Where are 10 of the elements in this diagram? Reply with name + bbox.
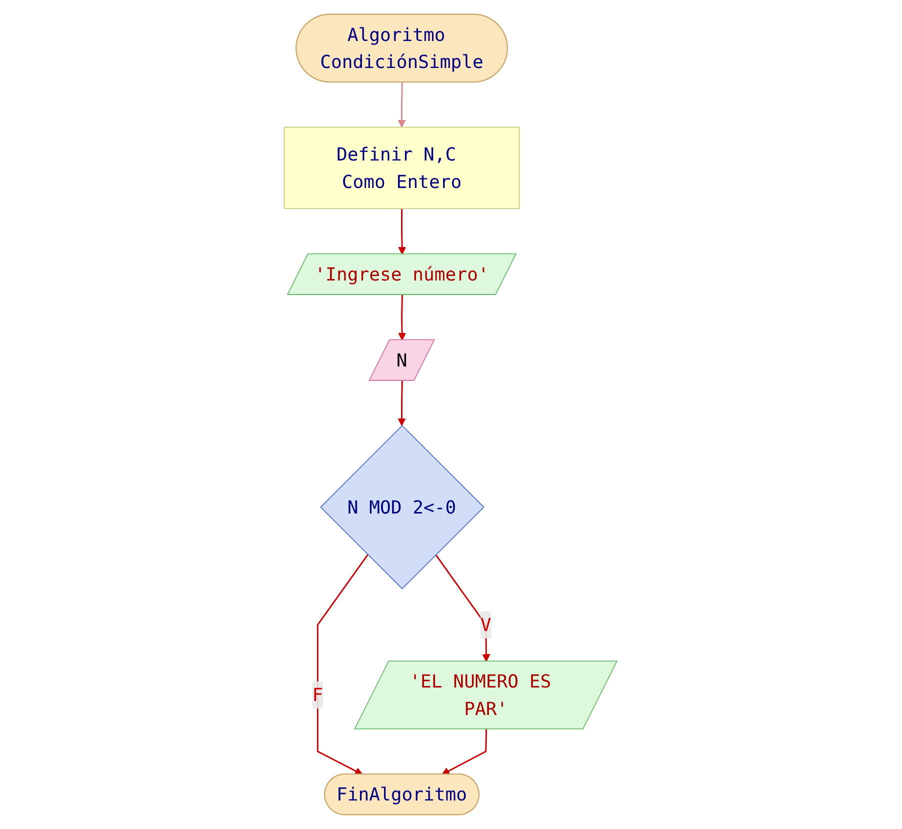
arrow (398, 294, 406, 341)
node-diamond: N MOD 2<-0 (320, 424, 485, 590)
arrow (398, 208, 406, 255)
edge-label: V (480, 614, 492, 636)
arrow (398, 82, 406, 128)
arrow (398, 380, 406, 426)
arrow (442, 729, 488, 775)
arrow (317, 554, 369, 775)
node-box: Definir N,C Como Entero (284, 126, 520, 210)
edge-label: F (312, 684, 324, 706)
